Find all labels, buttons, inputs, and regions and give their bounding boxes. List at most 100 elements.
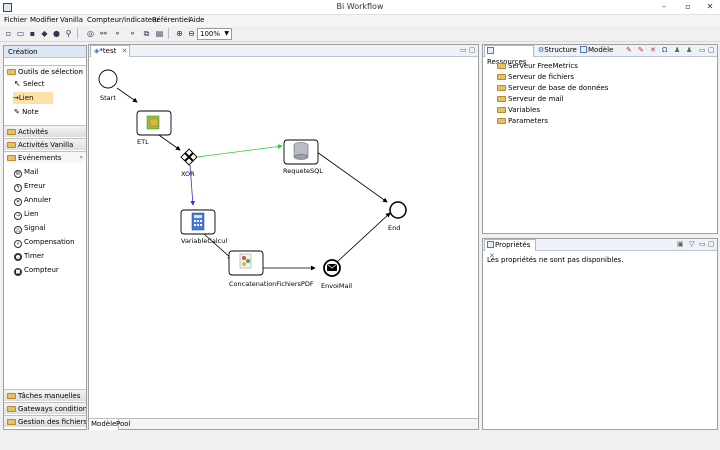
menu-compteur[interactable]: Compteur/indicateur (87, 16, 160, 24)
drawer-vanilla-activities[interactable]: Activités Vanilla (4, 138, 86, 150)
user-icon[interactable]: ♟ (674, 46, 681, 54)
palette-item-link[interactable]: →Lien (13, 92, 53, 104)
menu-vanilla[interactable]: Vanilla (60, 16, 84, 24)
drawer-file-management[interactable]: Gestion des fichiers (4, 415, 86, 427)
omega-icon[interactable]: Ω (662, 46, 668, 54)
properties-icon[interactable]: ⚬ (114, 29, 121, 38)
node-etl[interactable]: ETL (136, 110, 172, 146)
export-icon[interactable]: ⚬ (129, 29, 136, 38)
minimize-button[interactable]: – (662, 2, 666, 11)
drawer-manual-tasks[interactable]: Tâches manuelles (4, 389, 86, 401)
link-icon[interactable]: ⚯ (100, 29, 107, 38)
maximize-view-icon[interactable]: ▢ (469, 46, 476, 54)
close-icon[interactable]: ✕ (489, 252, 495, 260)
svg-text:ConcatenationFichiersPDF: ConcatenationFichiersPDF (229, 280, 314, 288)
add-icon[interactable]: ✎ (626, 46, 632, 54)
window-title: Bi Workflow (336, 2, 384, 11)
palette-item-link-event[interactable]: →Lien (14, 210, 39, 220)
edge-xor-requete[interactable] (196, 144, 283, 158)
node-variable-calcul[interactable]: VariableCalcul (180, 209, 227, 245)
palette-item-select[interactable]: ↖ Select (14, 79, 45, 88)
edge-xor-variable[interactable] (189, 164, 196, 206)
minimize-view-icon[interactable]: ▭ (460, 46, 467, 54)
drawer-activities[interactable]: Activités (4, 125, 86, 137)
resources-icon (487, 47, 494, 54)
edge-envoi-end[interactable] (336, 212, 391, 263)
edge-etl-xor[interactable] (155, 132, 181, 151)
tree-item-parameters[interactable]: Parameters (497, 116, 548, 126)
pin-icon[interactable]: ▣ (677, 240, 684, 248)
tab-test[interactable]: ◈*test ✕ (90, 45, 130, 57)
drawer-selection-tools[interactable]: Outils de sélection « (4, 65, 86, 77)
menu-fichier[interactable]: Fichier (4, 16, 27, 24)
tab-model[interactable]: Modèle (89, 419, 120, 430)
svg-text:End: End (388, 224, 400, 232)
drawer-gateways[interactable]: Gateways conditions... (4, 402, 86, 414)
node-concatenation-pdf[interactable]: ConcatenationFichiersPDF (228, 250, 314, 288)
deploy-icon[interactable]: ◆ (41, 29, 48, 38)
menu-modifier[interactable]: Modifier (30, 16, 59, 24)
close-icon[interactable]: ✕ (121, 47, 128, 55)
structure-icon: ⚙ (538, 46, 545, 54)
minimize-view-icon[interactable]: ▭ (699, 46, 706, 54)
tab-model-view[interactable]: Modèle (578, 45, 613, 57)
timer-icon: · (14, 253, 22, 261)
tree-item-file-server[interactable]: Serveur de fichiers (497, 72, 574, 82)
collapse-icon[interactable]: « (79, 154, 83, 161)
tab-properties[interactable]: Propriétés ✕ (484, 239, 536, 260)
node-envoi-mail[interactable]: EnvoiMail (321, 259, 352, 290)
palette-item-mail[interactable]: ✉Mail (14, 168, 39, 178)
save-icon[interactable]: ▪ (29, 29, 36, 38)
open-icon[interactable]: ▭ (16, 29, 25, 38)
tab-pool[interactable]: Pool (116, 420, 131, 428)
edge-start-etl[interactable] (116, 87, 138, 103)
menu-aide[interactable]: Aide (189, 16, 205, 24)
close-button[interactable]: ✕ (706, 2, 714, 11)
folder-icon (7, 129, 16, 135)
maximize-button[interactable]: ▫ (685, 2, 691, 11)
folder-icon (497, 63, 506, 69)
copy-icon[interactable]: ⧉ (143, 29, 150, 38)
palette-item-cancel[interactable]: ✕Annuler (14, 196, 52, 206)
zoom-select[interactable]: 100% ▼ (197, 28, 232, 40)
new-icon[interactable]: ▫ (5, 29, 12, 38)
maximize-view-icon[interactable]: ▢ (708, 46, 715, 54)
search-icon[interactable]: ⚲ (65, 29, 72, 38)
node-start[interactable]: Start (98, 69, 118, 102)
tab-structure[interactable]: ⚙Structure (538, 46, 577, 54)
validate-icon[interactable]: ◎ (87, 29, 94, 38)
run-icon[interactable]: ● (53, 29, 60, 38)
palette-item-note[interactable]: ✎ Note (14, 108, 39, 116)
node-requete-sql[interactable]: RequeteSQL (283, 139, 323, 175)
resources-panel: Ressources ⚙Structure Modèle ✎ ✎ ✕ Ω ♟ ♟… (482, 44, 718, 234)
delete-icon[interactable]: ✕ (650, 46, 656, 54)
palette-item-compensation[interactable]: «Compensation (14, 236, 84, 248)
palette-item-counter[interactable]: ■Compteur (14, 266, 59, 276)
edge-requete-end[interactable] (316, 151, 388, 203)
tree-item-db-server[interactable]: Serveur de base de données (497, 83, 608, 93)
tree-item-freemetrics[interactable]: Serveur FreeMetrics (497, 61, 578, 71)
palette-item-signal[interactable]: △Signal (14, 222, 84, 234)
view-menu-icon[interactable]: ▽ (689, 240, 695, 248)
drawer-events[interactable]: Evénements « (4, 151, 86, 163)
collapse-icon[interactable]: « (79, 68, 83, 75)
tree-item-variables[interactable]: Variables (497, 105, 540, 115)
maximize-view-icon[interactable]: ▢ (708, 240, 715, 248)
group-icon[interactable]: ♟ (686, 46, 693, 54)
paste-icon[interactable]: ▤ (155, 29, 164, 38)
zoom-out-icon[interactable]: ⊖ (188, 29, 195, 38)
node-xor[interactable]: XOR (180, 148, 198, 178)
node-end[interactable]: End (388, 201, 407, 232)
tree-item-mail-server[interactable]: Serveur de mail (497, 94, 564, 104)
minimize-view-icon[interactable]: ▭ (699, 240, 706, 248)
menu-referentiel[interactable]: Référentiel (152, 16, 191, 24)
link-event-icon: → (14, 212, 22, 220)
edge-variable-concat[interactable] (203, 233, 233, 260)
palette-item-timer[interactable]: ·Timer (14, 250, 84, 262)
edit-icon[interactable]: ✎ (638, 46, 644, 54)
tab-resources[interactable]: Ressources (484, 45, 534, 66)
folder-icon (497, 118, 506, 124)
diagram-canvas[interactable]: Start ETL XOR RequeteSQL End (91, 59, 477, 418)
zoom-in-icon[interactable]: ⊕ (176, 29, 183, 38)
